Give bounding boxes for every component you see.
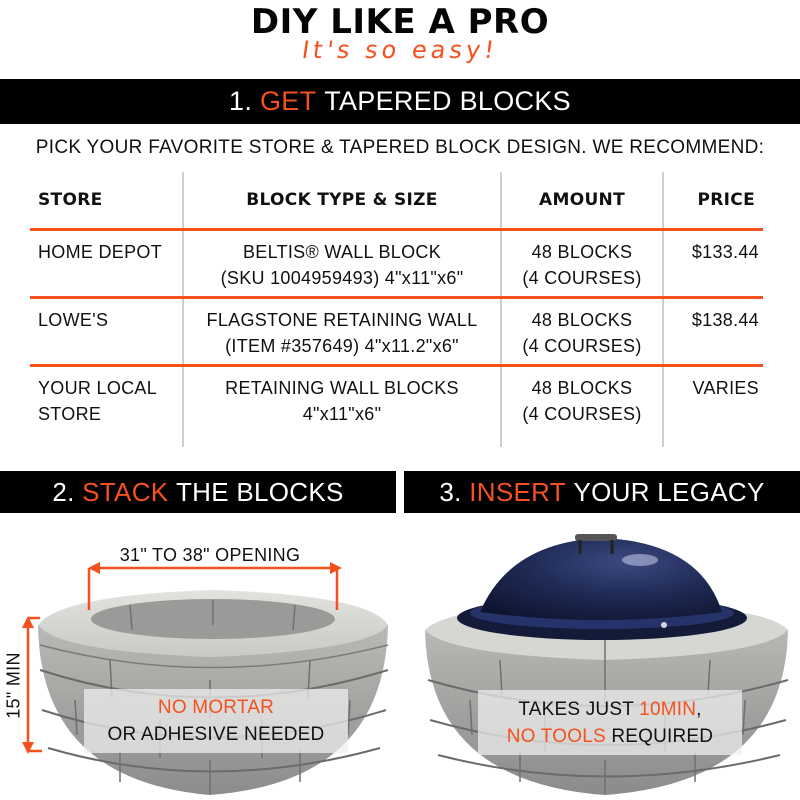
store-line1: YOUR LOCAL [38, 377, 158, 398]
amount-cell: 48 BLOCKS (4 COURSES) [500, 229, 663, 299]
page-subtitle: It's so easy! [300, 36, 500, 64]
store-cell: LOWE'S [30, 297, 183, 367]
step3-highlight: INSERT [469, 476, 566, 507]
note-text: , [696, 698, 702, 720]
price-cell: VARIES [662, 365, 763, 447]
step3-header: 3. INSERT YOUR LEGACY [404, 471, 800, 513]
col-price: PRICE [662, 172, 763, 231]
page-title: DIY LIKE A PRO [250, 2, 550, 42]
step1-header: 1. GET TAPERED BLOCKS [0, 79, 800, 124]
col-block-type: BLOCK TYPE & SIZE [182, 172, 501, 231]
table-row: HOME DEPOT BELTIS® WALL BLOCK (SKU 100495… [30, 229, 763, 299]
table-row: YOUR LOCAL STORE RETAINING WALL BLOCKS 4"x… [30, 365, 763, 447]
step3-note-line2: NO TOOLS REQUIRED [478, 723, 742, 750]
opening-label: 31" TO 38" OPENING [119, 545, 301, 565]
step2-number: 2. [52, 476, 75, 507]
col-amount: AMOUNT [500, 172, 663, 231]
price-cell: $133.44 [662, 229, 763, 299]
step2-highlight: STACK [82, 476, 169, 507]
store-line2: STORE [38, 403, 102, 424]
step2-note-line1: NO MORTAR [157, 697, 275, 718]
amount-line1: 48 BLOCKS [531, 241, 633, 262]
amount-line1: 48 BLOCKS [531, 309, 633, 330]
block-line1: FLAGSTONE RETAINING WALL [206, 309, 478, 330]
step2-note: NO MORTAR OR ADHESIVE NEEDED [84, 689, 348, 753]
col-store: STORE [30, 172, 183, 231]
height-label: 15" MIN [3, 652, 24, 719]
amount-line2: (4 COURSES) [522, 267, 642, 288]
block-line1: RETAINING WALL BLOCKS [225, 377, 459, 398]
opening-dimension-arrow [87, 562, 342, 610]
amount-line1: 48 BLOCKS [531, 377, 633, 398]
price-cell: $138.44 [662, 297, 763, 367]
block-cell: RETAINING WALL BLOCKS 4"x11"x6" [182, 365, 501, 447]
step3-rest: YOUR LEGACY [573, 476, 765, 507]
step3-note-line1: TAKES JUST 10MIN, [478, 696, 742, 723]
store-cell: YOUR LOCAL STORE [30, 365, 183, 447]
amount-line2: (4 COURSES) [522, 335, 642, 356]
step1-intro: PICK YOUR FAVORITE STORE & TAPERED BLOCK… [35, 137, 765, 158]
block-line2: (SKU 1004959493) 4"x11"x6" [220, 267, 464, 288]
amount-line2: (4 COURSES) [522, 403, 642, 424]
step1-highlight: GET [259, 86, 317, 116]
table-row: LOWE'S FLAGSTONE RETAINING WALL (ITEM #35… [30, 297, 763, 367]
amount-cell: 48 BLOCKS (4 COURSES) [500, 297, 663, 367]
fire-pit-insert-image [425, 534, 789, 795]
amount-cell: 48 BLOCKS (4 COURSES) [500, 365, 663, 447]
table-header-row: STORE BLOCK TYPE & SIZE AMOUNT PRICE [30, 172, 763, 231]
block-line2: (ITEM #357649) 4"x11.2"x6" [225, 335, 459, 356]
block-cell: FLAGSTONE RETAINING WALL (ITEM #357649) 4… [182, 297, 501, 367]
height-dimension-arrow [22, 616, 42, 754]
step2-note-line2: OR ADHESIVE NEEDED [107, 724, 325, 745]
note-highlight-tools: NO TOOLS [506, 725, 606, 747]
block-line2: 4"x11"x6" [302, 403, 382, 424]
block-cell: BELTIS® WALL BLOCK (SKU 1004959493) 4"x11… [182, 229, 501, 299]
step3-note: TAKES JUST 10MIN, NO TOOLS REQUIRED [478, 690, 742, 755]
step2-rest: THE BLOCKS [175, 476, 344, 507]
step1-number: 1. [229, 86, 253, 116]
block-line1: BELTIS® WALL BLOCK [242, 241, 442, 262]
note-highlight-time: 10MIN [639, 698, 697, 720]
note-text: TAKES JUST [518, 698, 640, 720]
store-cell: HOME DEPOT [30, 229, 183, 299]
store-table: STORE BLOCK TYPE & SIZE AMOUNT PRICE HOM… [30, 172, 763, 447]
step3-number: 3. [439, 476, 462, 507]
note-text: REQUIRED [605, 725, 714, 747]
step2-header: 2. STACK THE BLOCKS [0, 471, 396, 513]
step1-rest: TAPERED BLOCKS [324, 86, 571, 116]
